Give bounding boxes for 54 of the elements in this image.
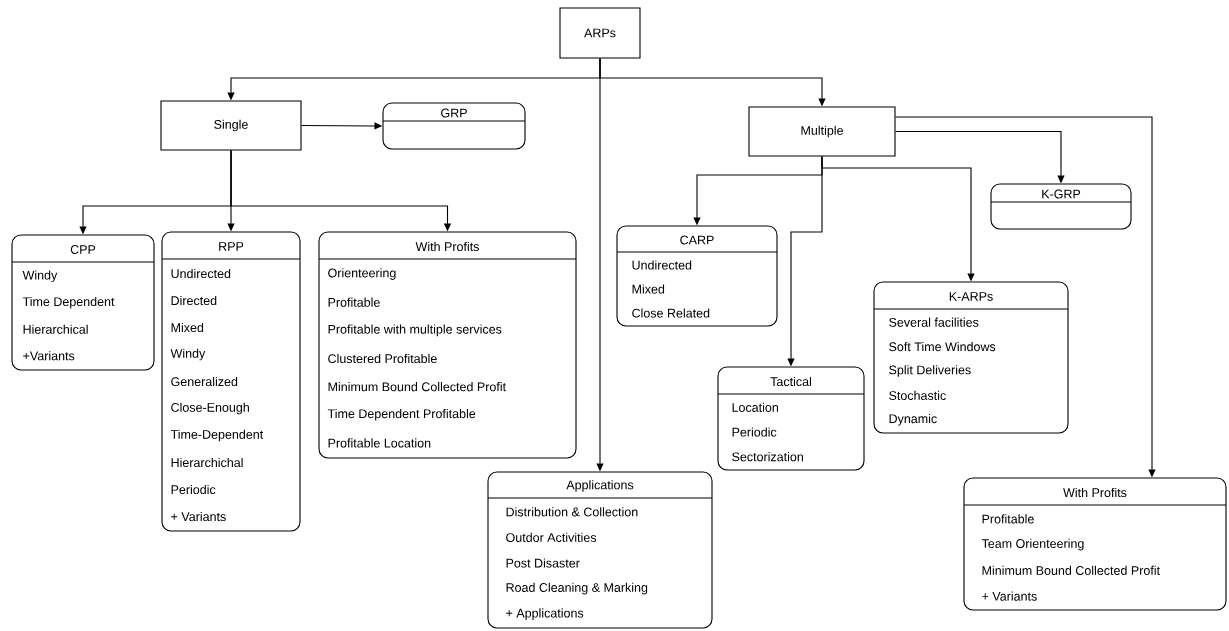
list-item: Profitable [328, 297, 380, 307]
box-title: GRP [441, 108, 467, 118]
box-title: With Profits [415, 241, 479, 252]
list-item: Hierarchical [23, 324, 88, 334]
list-item: Periodic [171, 484, 216, 495]
list-item: Stochastic [889, 390, 946, 400]
list-item: Close-Enough [171, 402, 249, 415]
list-item: Location [732, 402, 778, 412]
list-item: Dynamic [889, 413, 937, 426]
list-item: Several facilities [889, 317, 979, 327]
list-item: Undirected [632, 260, 692, 270]
list-item: Sectorization [732, 452, 803, 462]
list-item: Windy [170, 348, 206, 361]
list-item: Team Orienteering [981, 538, 1084, 551]
process-box: Single [160, 100, 302, 151]
list-item: Hierarchichal [171, 457, 243, 468]
list-item: Profitable [982, 514, 1034, 524]
list-item: +Variants [23, 351, 75, 361]
list-item: Mixed [632, 284, 665, 294]
list-item: Directed [171, 295, 217, 306]
list-item: Soft Time Windows [889, 342, 996, 352]
list-item: + Variants [982, 591, 1037, 601]
list-item: Orienteering [328, 268, 396, 280]
list-item: Post Disaster [506, 558, 580, 568]
list-item: Periodic [732, 427, 777, 437]
list-item: Generalized [171, 376, 238, 387]
list-item: Minimum Bound Collected Profit [328, 382, 506, 392]
list-item: Profitable with multiple services [328, 324, 502, 337]
box-title: CARP [680, 235, 714, 245]
box-title: Tactical [770, 376, 811, 387]
box-title: CPP [70, 245, 96, 254]
box-title: RPP [219, 242, 244, 251]
list-item: Road Cleaning & Marking [506, 582, 648, 595]
box-title: K-GRP [1042, 189, 1081, 199]
box-title: Applications [566, 480, 634, 492]
list-item: Windy [22, 270, 58, 283]
list-item: Undirected [171, 268, 231, 279]
list-item: Outdor Activities [506, 532, 597, 542]
list-item: Time Dependent Profitable [327, 408, 476, 421]
list-item: + Variants [171, 511, 226, 522]
list-item: Split Deliveries [889, 365, 971, 377]
box-title: With Profits [1063, 487, 1127, 498]
list-item: Distribution & Collection [506, 507, 638, 517]
list-item: Close Related [632, 308, 710, 318]
list-item: Clustered Profitable [328, 353, 437, 364]
process-box: ARPs [559, 7, 641, 59]
box-title: K-ARPs [949, 292, 993, 301]
list-item: Mixed [171, 322, 204, 333]
list-item: + Applications [506, 608, 584, 620]
process-box: Multiple [748, 106, 896, 157]
list-item: Time Dependent [22, 296, 115, 309]
list-item: Minimum Bound Collected Profit [982, 565, 1160, 575]
list-item: Time-Dependent [170, 429, 264, 442]
list-item: Profitable Location [328, 438, 431, 448]
